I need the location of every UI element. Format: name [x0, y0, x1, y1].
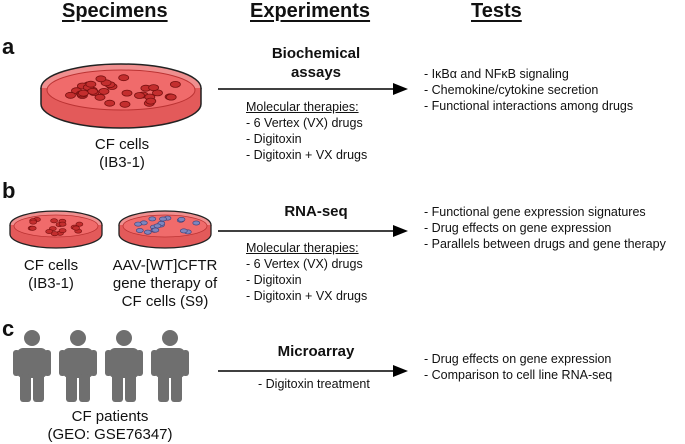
cell-icon	[135, 228, 144, 233]
petri-dish-b-right	[118, 210, 212, 249]
arrow-a	[218, 83, 408, 95]
cell-icon	[165, 93, 177, 101]
experiment-b-title: RNA-seq	[246, 202, 386, 221]
cell-icon	[50, 231, 59, 237]
cell-icon	[134, 92, 145, 99]
cell-icon	[95, 75, 107, 83]
cell-icon	[75, 221, 84, 227]
cell-icon	[148, 216, 157, 222]
therapy-a-1: - 6 Vertex (VX) drugs	[246, 116, 363, 130]
test-b-2: - Drug effects on gene expression	[424, 221, 612, 235]
panel-a-letter: a	[2, 34, 15, 59]
test-b-1: - Functional gene expression signatures	[424, 205, 646, 219]
cell-icon	[121, 89, 133, 97]
therapy-b-1: - 6 Vertex (VX) drugs	[246, 257, 363, 271]
cell-icon	[148, 84, 159, 91]
experiment-a-line2: assays	[290, 64, 342, 81]
cell-icon	[143, 229, 152, 235]
tests-c: - Drug effects on gene expression - Comp…	[424, 351, 612, 383]
experiment-a-title: Biochemical assays	[246, 44, 386, 82]
cell-icon	[118, 74, 130, 82]
specimen-a-caption: CF cells (IB3-1)	[62, 136, 182, 172]
cell-icon	[169, 81, 181, 88]
patients-figure	[13, 330, 189, 402]
panel-b-letter: b	[2, 178, 16, 203]
panel-c-letter: c	[2, 316, 15, 341]
specimen-b-right-line3: CF cells (S9)	[121, 293, 209, 310]
test-a-2: - Chemokine/cytokine secretion	[424, 83, 599, 97]
tests-b: - Functional gene expression signatures …	[424, 204, 666, 252]
treatment-c: - Digitoxin treatment	[258, 377, 370, 391]
cell-icon	[180, 228, 188, 234]
cell-icon	[104, 99, 116, 107]
test-b-3: - Parallels between drugs and gene thera…	[424, 237, 666, 251]
cell-icon	[29, 219, 38, 225]
experiment-c-title: Microarray	[246, 342, 386, 361]
cell-icon	[87, 88, 98, 95]
cell-icon	[119, 100, 131, 108]
arrow-c	[218, 365, 408, 377]
specimen-b-left-line1: CF cells	[23, 257, 79, 274]
specimen-a-line2: (IB3-1)	[99, 154, 145, 171]
specimen-c-caption: CF patients (GEO: GSE76347)	[30, 408, 190, 444]
specimen-b-right-caption: AAV-[WT]CFTR gene therapy of CF cells (S…	[100, 257, 230, 311]
petri-dish-b-left	[9, 210, 103, 249]
therapy-a-3: - Digitoxin + VX drugs	[246, 148, 368, 162]
specimen-c-line1: CF patients	[71, 408, 149, 425]
cell-icon	[58, 228, 67, 233]
header-specimens: Specimens	[62, 0, 168, 22]
cell-icon	[98, 88, 110, 95]
cell-icon	[65, 91, 76, 99]
cell-icon	[50, 218, 58, 224]
therapy-b-3: - Digitoxin + VX drugs	[246, 289, 368, 303]
specimen-b-right-line2: gene therapy of	[112, 275, 218, 292]
cell-icon	[58, 221, 67, 227]
person-icon	[13, 330, 51, 402]
experiment-c-line1: Microarray	[277, 343, 355, 360]
cell-icon	[78, 89, 89, 97]
arrow-b	[218, 225, 408, 237]
cell-icon	[177, 216, 186, 222]
experiment-c-treatment: - Digitoxin treatment	[258, 376, 370, 392]
cell-icon	[192, 220, 201, 226]
therapy-heading-a: Molecular therapies:	[246, 100, 359, 114]
test-c-1: - Drug effects on gene expression	[424, 352, 612, 366]
therapy-b-2: - Digitoxin	[246, 273, 302, 287]
header-tests: Tests	[471, 0, 522, 22]
cell-icon	[45, 229, 54, 234]
experiment-b-line1: RNA-seq	[284, 203, 348, 220]
tests-a: - IκBα and NFκB signaling - Chemokine/cy…	[424, 66, 633, 114]
cell-icon	[94, 93, 106, 101]
test-a-3: - Functional interactions among drugs	[424, 99, 634, 113]
petri-dish-a	[40, 63, 202, 129]
cell-icon	[145, 97, 157, 105]
experiment-b-therapies: Molecular therapies: - 6 Vertex (VX) dru…	[246, 240, 367, 304]
experiment-a-therapies: Molecular therapies: - 6 Vertex (VX) dru…	[246, 99, 367, 163]
specimen-a-line1: CF cells	[94, 136, 150, 153]
cell-icon	[72, 225, 80, 231]
cell-icon	[153, 223, 162, 229]
cell-icon	[159, 216, 167, 222]
person-icon	[105, 330, 143, 402]
therapy-a-2: - Digitoxin	[246, 132, 302, 146]
cell-icon	[85, 80, 97, 88]
person-icon	[151, 330, 189, 402]
cell-icon	[151, 227, 160, 233]
experiment-a-line1: Biochemical	[271, 45, 361, 62]
cell-icon	[134, 221, 142, 227]
test-a-1: - IκBα and NFκB signaling	[424, 67, 569, 81]
person-icon	[59, 330, 97, 402]
specimen-c-line2: (GEO: GSE76347)	[47, 426, 173, 443]
specimen-b-left-line2: (IB3-1)	[28, 275, 74, 292]
header-experiments: Experiments	[250, 0, 371, 22]
test-c-2: - Comparison to cell line RNA-seq	[424, 368, 613, 382]
therapy-heading-b: Molecular therapies:	[246, 241, 359, 255]
specimen-b-right-line1: AAV-[WT]CFTR	[112, 257, 218, 274]
specimen-b-left-caption: CF cells (IB3-1)	[6, 257, 96, 293]
cell-icon	[28, 225, 37, 231]
